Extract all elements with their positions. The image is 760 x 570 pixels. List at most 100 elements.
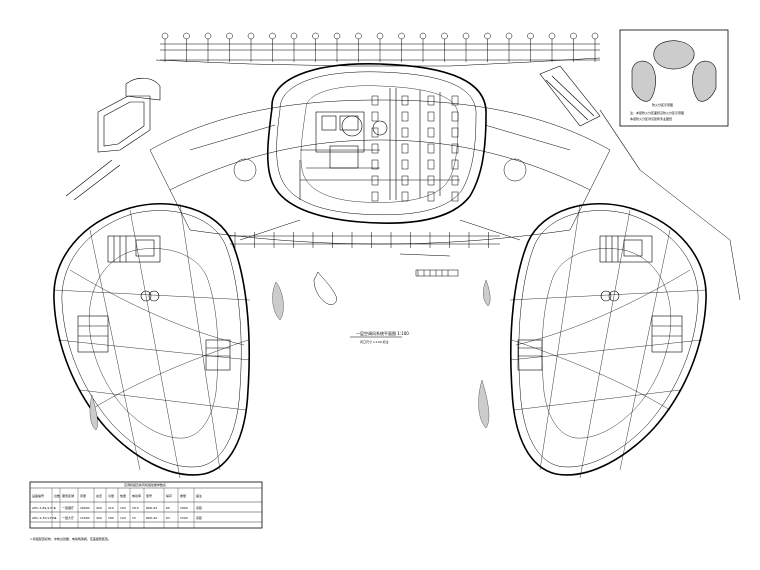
fan-coil-unit (427, 175, 435, 186)
table-cell: 450 (96, 506, 102, 510)
table-cell: ZKD-25 (146, 506, 157, 510)
table-cell: 一层大厅 (62, 515, 74, 520)
fan-coil-unit (427, 95, 435, 106)
fan-coil-unit (427, 159, 435, 170)
table-cell: 1800 (180, 506, 188, 510)
plan-title-block: 一层空调风系统平面图 1:100 风口尺寸 1:100 标注 (350, 330, 409, 344)
central-ducts (299, 88, 460, 200)
axis-bubble (441, 32, 448, 40)
axis-bubble (376, 32, 384, 40)
fan-coil-unit (401, 111, 409, 122)
table-header-cell: 冷量 (108, 493, 114, 498)
table-header-cell: 风量 (80, 493, 86, 498)
axis-bubble (161, 32, 169, 40)
table-cell: 210 (108, 506, 114, 510)
fan-coil-unit (451, 143, 459, 154)
axis-bubble (591, 32, 599, 40)
table-cell: 一层展厅 (62, 505, 74, 510)
axis-bubble (398, 32, 405, 40)
table-cell: 15 (132, 516, 136, 520)
table-header-cell: 设备编号 (32, 493, 44, 498)
fan-coil-unit (451, 175, 459, 186)
fan-coil-unit (401, 175, 409, 186)
equipment-table: 空调机组及新风机组性能参数表 设备编号台数服务区域风量余压冷量热量电功率型号噪声… (29, 481, 263, 529)
right-wing-hatch (478, 279, 491, 429)
table-header-cell: 台数 (54, 493, 60, 498)
axis-bubble (290, 32, 298, 40)
table-cell: 120 (120, 516, 126, 520)
fan-coil-unit (401, 143, 409, 154)
axis-bubble (505, 32, 513, 40)
key-plan-note-1: 注：本层防火分区面积见防火分区示意图 (630, 110, 684, 115)
table-footnote: 1.机组配置初效、中效过滤器，电动两通阀，压差报警装置。 (30, 536, 111, 541)
left-wing-hatch (89, 394, 98, 431)
table-cell: 180 (108, 516, 114, 520)
fan-coil-unit (371, 191, 379, 202)
axis-bubble (204, 32, 212, 40)
central-core (300, 111, 388, 169)
table-header-cell: 电功率 (132, 493, 141, 498)
table-cell: 65 (166, 506, 170, 510)
table-header-cell: 型号 (146, 493, 152, 498)
left-wing-cores (77, 235, 231, 371)
plaza-circles (233, 158, 527, 182)
table-cell: 18.5 (132, 506, 139, 510)
table-cell: 150 (120, 506, 126, 510)
fan-coil-unit (401, 159, 409, 170)
fan-coil-unit (371, 127, 379, 138)
middle-dimension-chain (230, 235, 500, 245)
left-ramp (65, 77, 161, 201)
axis-bubble (355, 32, 362, 40)
fan-coil-unit (451, 159, 459, 170)
fan-coil-unit (371, 175, 379, 186)
table-header-cell: 服务区域 (62, 493, 74, 498)
fan-coil-unit (427, 191, 435, 202)
table-cell: AHU-1-B1/1-F-1 (32, 506, 55, 510)
middle-axis-bubbles (234, 232, 489, 248)
axis-bubble (462, 32, 470, 40)
axis-bubble (419, 32, 427, 40)
table-header-row: 设备编号台数服务区域风量余压冷量热量电功率型号噪声重量备注 (32, 488, 202, 528)
axis-bubble (548, 32, 556, 40)
left-wing-grid (53, 203, 251, 479)
fan-coil-unit (371, 159, 379, 170)
axis-bubble (527, 32, 534, 40)
table-cell: 15000 (80, 516, 90, 520)
table-cell: AHU-1-F2/1-F2-1 (32, 516, 57, 520)
table-cell: 63 (166, 516, 170, 520)
fan-coil-unit (427, 111, 435, 122)
axis-bubble (312, 32, 319, 40)
key-plan: 防火分区示意图 注：本层防火分区面积见防火分区示意图 本层防火分区详见建筑专业图… (619, 29, 729, 127)
fan-coil-unit (401, 191, 409, 202)
fan-coil-unit (451, 191, 459, 202)
left-wing-building (53, 202, 250, 476)
table-header-cell: 备注 (196, 493, 202, 498)
fan-coil-unit (451, 95, 459, 106)
fan-coil-unit (427, 127, 435, 138)
table-header-cell: 余压 (96, 493, 102, 498)
right-wing-building (510, 202, 707, 476)
axis-bubble (247, 32, 255, 40)
axis-bubble (269, 32, 276, 40)
right-wing-cores (517, 235, 683, 371)
axis-bubble (570, 32, 577, 40)
right-ramp (539, 65, 641, 171)
plan-subtitle: 风口尺寸 1:100 标注 (360, 339, 389, 344)
right-diagonal-boundary (639, 169, 741, 301)
fan-coil-unit (371, 111, 379, 122)
table-header-cell: 热量 (120, 493, 126, 498)
fan-coil-unit (401, 127, 409, 138)
axis-bubble (484, 32, 491, 40)
plan-title: 一层空调风系统平面图 1:100 (356, 330, 409, 336)
central-oval-building (266, 63, 487, 224)
site-boundary (155, 57, 601, 67)
key-plan-note-2: 本层防火分区详见建筑专业图纸 (630, 116, 672, 121)
table-cell: 1 (54, 516, 56, 520)
fan-coil-unit (451, 111, 459, 122)
table-cell: 吊装 (196, 505, 202, 510)
table-cell: 1500 (180, 516, 188, 520)
table-cell: 吊装 (196, 515, 202, 520)
table-cell: 400 (96, 516, 102, 520)
fan-coil-unit (427, 143, 435, 154)
